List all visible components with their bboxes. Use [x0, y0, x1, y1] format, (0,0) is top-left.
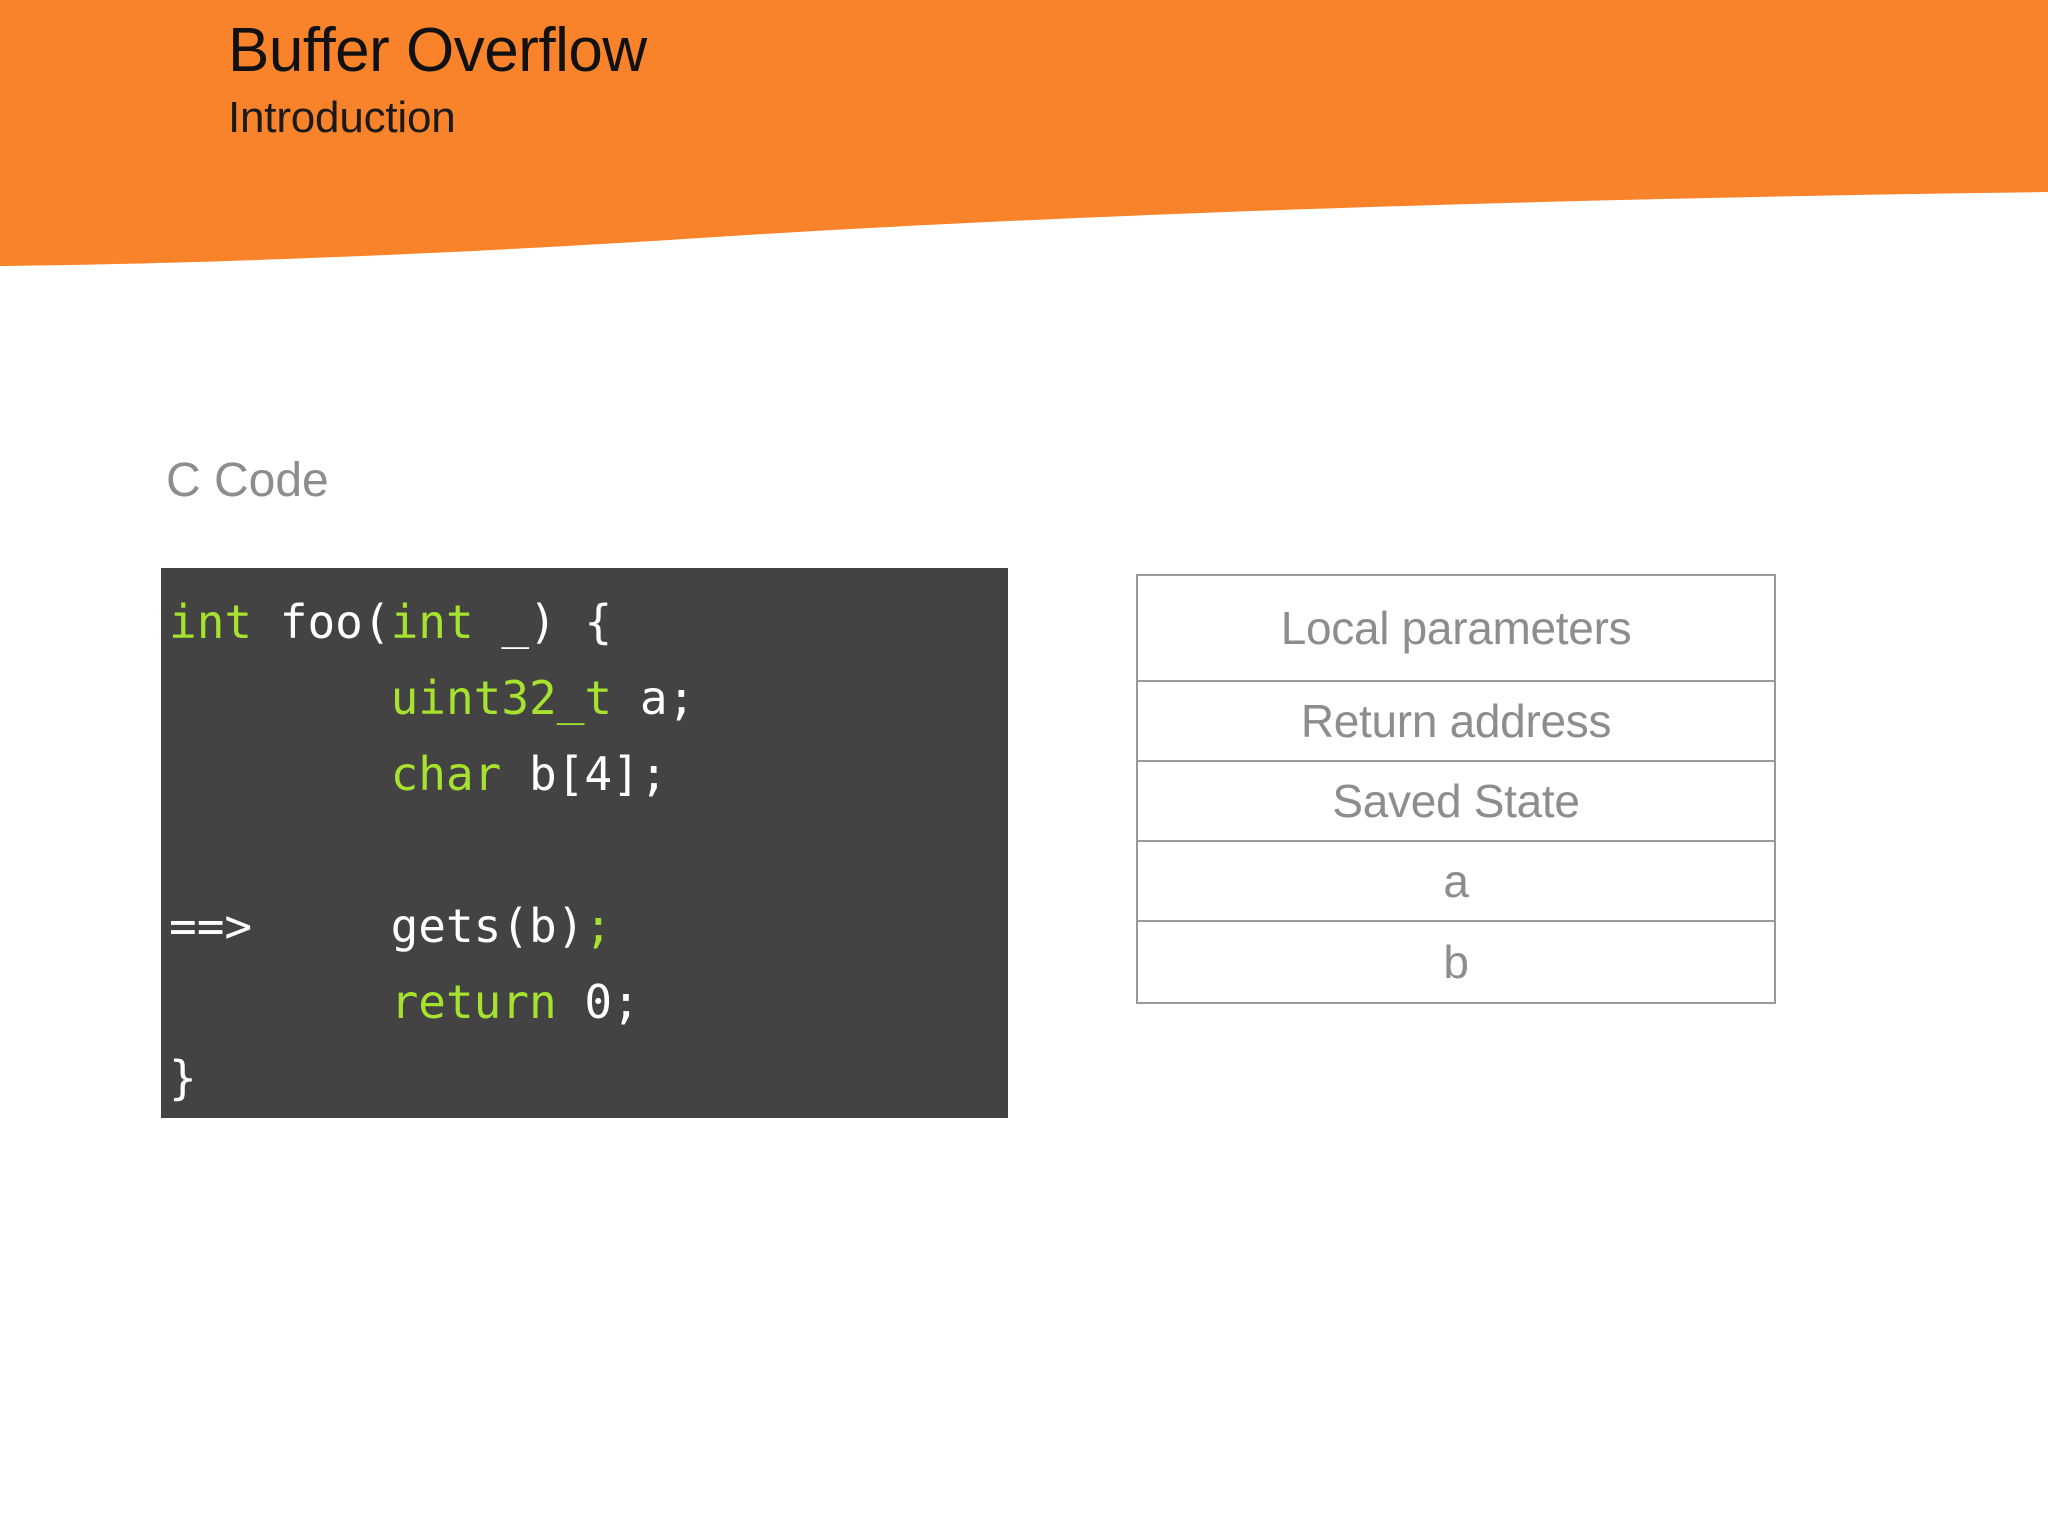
code-text: _) {: [473, 595, 613, 649]
code-text: [169, 975, 391, 1029]
stack-row-label: Local parameters: [1280, 602, 1632, 654]
code-keyword: int: [169, 595, 253, 649]
code-keyword: ;: [584, 899, 613, 953]
header-text-block: Buffer Overflow Introduction: [228, 20, 1428, 140]
stack-row: a: [1138, 842, 1774, 922]
stack-row-label: Return address: [1300, 695, 1612, 747]
code-line: uint32_t a;: [169, 660, 1008, 736]
code-text: foo(: [252, 595, 391, 649]
code-line: [169, 812, 1008, 888]
code-line: return 0;: [169, 964, 1008, 1040]
stack-row: b: [1138, 922, 1774, 1002]
page-subtitle: Introduction: [228, 93, 456, 142]
code-keyword: char: [390, 747, 502, 801]
code-text: [169, 747, 391, 801]
stack-row: Saved State: [1138, 762, 1774, 842]
page-title: Buffer Overflow: [228, 16, 647, 85]
code-text: gets(b): [390, 899, 585, 953]
code-line: ==> gets(b);: [169, 888, 1008, 964]
code-line: }: [169, 1040, 1008, 1116]
code-text: [252, 899, 390, 953]
stack-row: Local parameters: [1138, 576, 1774, 682]
code-text: ==>: [169, 899, 253, 953]
code-text: a;: [612, 671, 696, 725]
stack-row: Return address: [1138, 682, 1774, 762]
code-line: char b[4];: [169, 736, 1008, 812]
code-text: 0;: [556, 975, 640, 1029]
code-keyword: int: [390, 595, 474, 649]
code-block: int foo(int _) { uint32_t a; char b[4]; …: [161, 568, 1008, 1118]
code-text: b[4];: [501, 747, 668, 801]
code-keyword: uint32_t: [390, 671, 613, 725]
code-text: [169, 671, 391, 725]
code-keyword: return: [390, 975, 557, 1029]
stack-row-label: a: [1443, 855, 1469, 907]
stack-row-label: b: [1443, 936, 1469, 988]
code-line: int foo(int _) {: [169, 584, 1008, 660]
code-text: }: [169, 1051, 197, 1105]
section-label-c-code: C Code: [166, 454, 329, 507]
stack-row-label: Saved State: [1332, 775, 1580, 827]
